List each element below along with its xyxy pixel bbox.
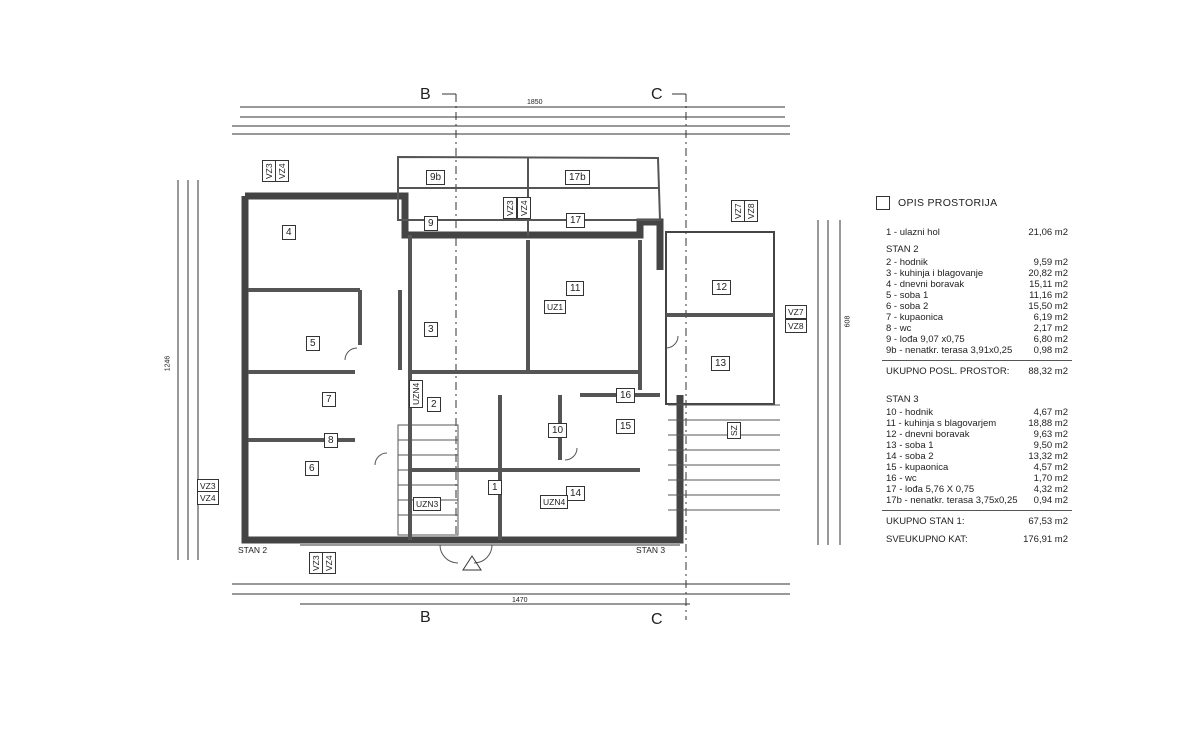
- room-number-label: 6: [305, 461, 319, 476]
- dim-left-total: 1246: [164, 355, 172, 372]
- room-number-label: 2: [427, 397, 441, 412]
- legend-total-stan: UKUPNO STAN 1: 67,53 m2: [886, 516, 1068, 527]
- stan3-floor-label: STAN 3: [636, 545, 666, 555]
- room-number-label: 17: [566, 213, 586, 228]
- room-number-label: 4: [282, 225, 296, 240]
- opening-code-label: SZ: [727, 422, 741, 439]
- south-west-wall: [241, 196, 684, 544]
- opening-code-label: VZ7: [785, 305, 807, 319]
- room-number-label: 11: [566, 281, 585, 296]
- room-number-label: 13: [711, 356, 731, 371]
- room-number-label: 3: [424, 322, 438, 337]
- legend-title: OPIS PROSTORIJA: [898, 196, 998, 209]
- section-label-b-top: B: [420, 86, 431, 103]
- room-number-label: 14: [566, 486, 586, 501]
- legend-divider: [882, 360, 1072, 361]
- legend-divider: [882, 510, 1072, 511]
- room-number-label: 10: [548, 423, 568, 438]
- room-number-label: 9: [424, 216, 438, 231]
- dim-right-total: 608: [844, 315, 852, 328]
- opening-code-label: VZ4: [322, 552, 336, 574]
- section-label-b-bottom: B: [420, 609, 431, 626]
- opening-code-label: VZ3: [503, 197, 517, 219]
- opening-code-label: UZN4: [540, 495, 569, 509]
- room-number-label: 15: [616, 419, 636, 434]
- opening-code-label: UZ1: [544, 300, 567, 314]
- stan2-floor-label: STAN 2: [238, 545, 268, 555]
- room-number-label: 16: [616, 388, 636, 403]
- room-number-label: 12: [712, 280, 732, 295]
- room-number-label: 8: [324, 433, 338, 448]
- opening-code-label: VZ8: [744, 200, 758, 222]
- opening-code-label: VZ7: [731, 200, 745, 222]
- room-legend: OPIS PROSTORIJA 1 - ulazni hol 21,06 m2 …: [876, 196, 1176, 549]
- room-number-label: 7: [322, 392, 336, 407]
- room-number-label: 5: [306, 336, 320, 351]
- opening-code-label: VZ4: [517, 197, 531, 219]
- loggia-outline: [397, 155, 662, 221]
- legend-box-icon: [876, 196, 890, 210]
- opening-code-label: UZN4: [409, 379, 423, 408]
- section-label-c-bottom: C: [651, 611, 663, 628]
- room-number-label: 9b: [426, 170, 446, 185]
- north-wall: [245, 192, 664, 270]
- balcony-outline: [665, 231, 775, 405]
- opening-code-label: VZ4: [197, 491, 219, 505]
- legend-total-kat: SVEUKUPNO KAT: 176,91 m2: [886, 534, 1068, 545]
- opening-code-label: VZ3: [309, 552, 323, 574]
- dim-bottom-total: 1470: [512, 597, 528, 604]
- room-number-label: 17b: [565, 170, 590, 185]
- opening-code-label: VZ8: [785, 319, 807, 333]
- legend-section-stan3: STAN 3: [886, 394, 919, 405]
- legend-total-posl: UKUPNO POSL. PROSTOR: 88,32 m2: [886, 366, 1068, 377]
- dim-top-total: 1850: [527, 99, 543, 106]
- opening-code-label: UZN3: [413, 497, 442, 511]
- section-label-c-top: C: [651, 86, 663, 103]
- opening-code-label: VZ3: [262, 160, 276, 182]
- legend-row: 1 - ulazni hol 21,06 m2: [886, 227, 1068, 238]
- room-number-label: 1: [488, 480, 502, 495]
- opening-code-label: VZ4: [275, 160, 289, 182]
- legend-section-stan2: STAN 2: [886, 244, 919, 255]
